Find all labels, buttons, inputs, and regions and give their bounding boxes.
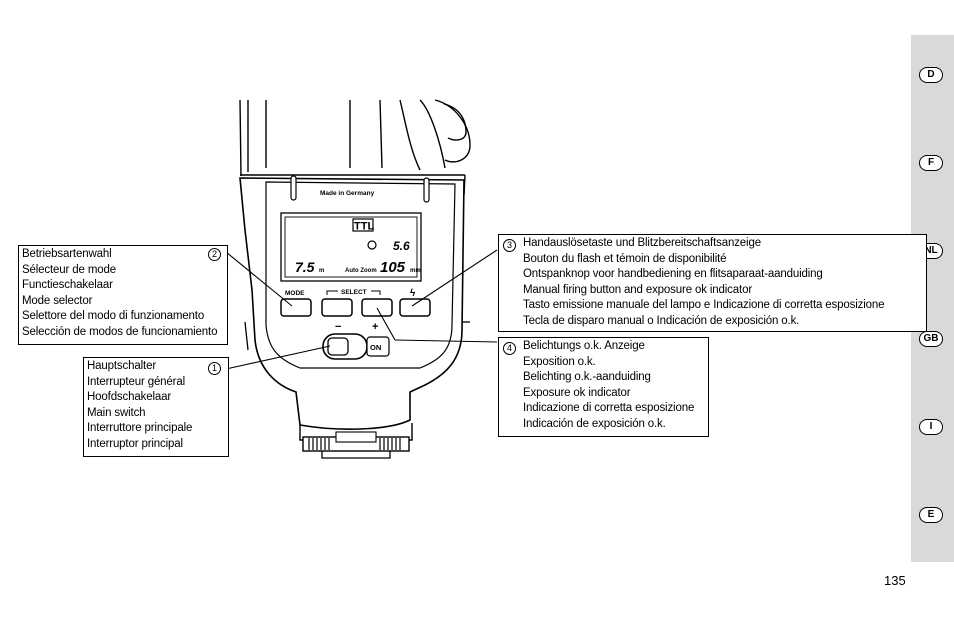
lang-tab-f[interactable]: F xyxy=(919,155,943,171)
callout-line: Indicazione di corretta esposizione xyxy=(523,402,695,415)
plus-label: + xyxy=(372,321,378,333)
callout-firing-button: Handauslösetaste und Blitzbereitschaftsa… xyxy=(498,234,927,332)
on-label: ON xyxy=(370,343,381,352)
callout-line: Sélecteur de mode xyxy=(22,263,116,276)
callout-line: Bouton du flash et témoin de disponibili… xyxy=(523,252,727,265)
callout-line: Handauslösetaste und Blitzbereitschaftsa… xyxy=(523,237,761,249)
callout-line: Tasto emissione manuale del lampo e Indi… xyxy=(523,299,885,312)
callout-mode-selector: Betriebsartenwahl Sélecteur de mode Func… xyxy=(18,245,228,345)
callout-line: Interruptor principal xyxy=(87,437,183,450)
callout-line: Tecla de disparo manual o Indicación de … xyxy=(523,314,800,327)
select-label: SELECT xyxy=(341,289,367,296)
minus-label: − xyxy=(335,321,341,333)
callout-line: Selección de modos de funcionamiento xyxy=(22,325,218,338)
lcd-mode-readout: TTL xyxy=(354,221,374,233)
callout-line: Manual firing button and exposure ok ind… xyxy=(523,283,752,296)
callout-line: Ontspanknop voor handbediening en flitsa… xyxy=(523,268,823,281)
callout-line: Belichting o.k.-aanduiding xyxy=(523,371,651,384)
made-in-label: Made in Germany xyxy=(320,190,375,197)
callout-line: Betriebsartenwahl xyxy=(22,248,112,260)
callout-line: Exposure ok indicator xyxy=(523,386,631,399)
page-number: 135 xyxy=(884,573,906,588)
lcd-distance-readout: 7.5 xyxy=(295,259,315,275)
mode-label: MODE xyxy=(285,290,305,297)
callout-exposure-indicator: Belichtungs o.k. Anzeige Exposition o.k.… xyxy=(498,337,709,437)
callout-number-4: 4 xyxy=(503,342,516,355)
lcd-auto-zoom: Auto Zoom xyxy=(345,268,377,274)
lcd-focal-readout: 105 xyxy=(380,259,406,276)
lang-tab-i[interactable]: I xyxy=(919,419,943,435)
callout-line: Functieschakelaar xyxy=(22,279,113,292)
callout-number-2: 2 xyxy=(208,248,221,261)
flash-symbol: ϟ xyxy=(410,288,416,299)
callout-number-1: 1 xyxy=(208,362,221,375)
callout-line: Main switch xyxy=(87,406,146,419)
callout-line: Indicación de exposición o.k. xyxy=(523,417,666,430)
lang-tab-e[interactable]: E xyxy=(919,507,943,523)
callout-main-switch: Hauptschalter Interrupteur général Hoofd… xyxy=(83,357,229,457)
callout-line: Mode selector xyxy=(22,294,93,307)
callout-line: Exposition o.k. xyxy=(523,355,596,368)
callout-line: Selettore del modo di funzionamento xyxy=(22,310,205,323)
lang-tab-d[interactable]: D xyxy=(919,67,943,83)
lcd-distance-unit: m xyxy=(319,268,324,274)
lcd-focal-unit: mm xyxy=(410,268,421,274)
lcd-aperture-readout: 5.6 xyxy=(393,239,410,253)
callout-line: Interrupteur général xyxy=(87,375,186,388)
callout-line: Hoofdschakelaar xyxy=(87,391,172,404)
lang-tab-gb[interactable]: GB xyxy=(919,331,943,347)
callout-number-3: 3 xyxy=(503,239,516,252)
callout-line: Hauptschalter xyxy=(87,360,157,372)
callout-line: Belichtungs o.k. Anzeige xyxy=(523,340,645,352)
callout-line: Interruttore principale xyxy=(87,422,193,435)
